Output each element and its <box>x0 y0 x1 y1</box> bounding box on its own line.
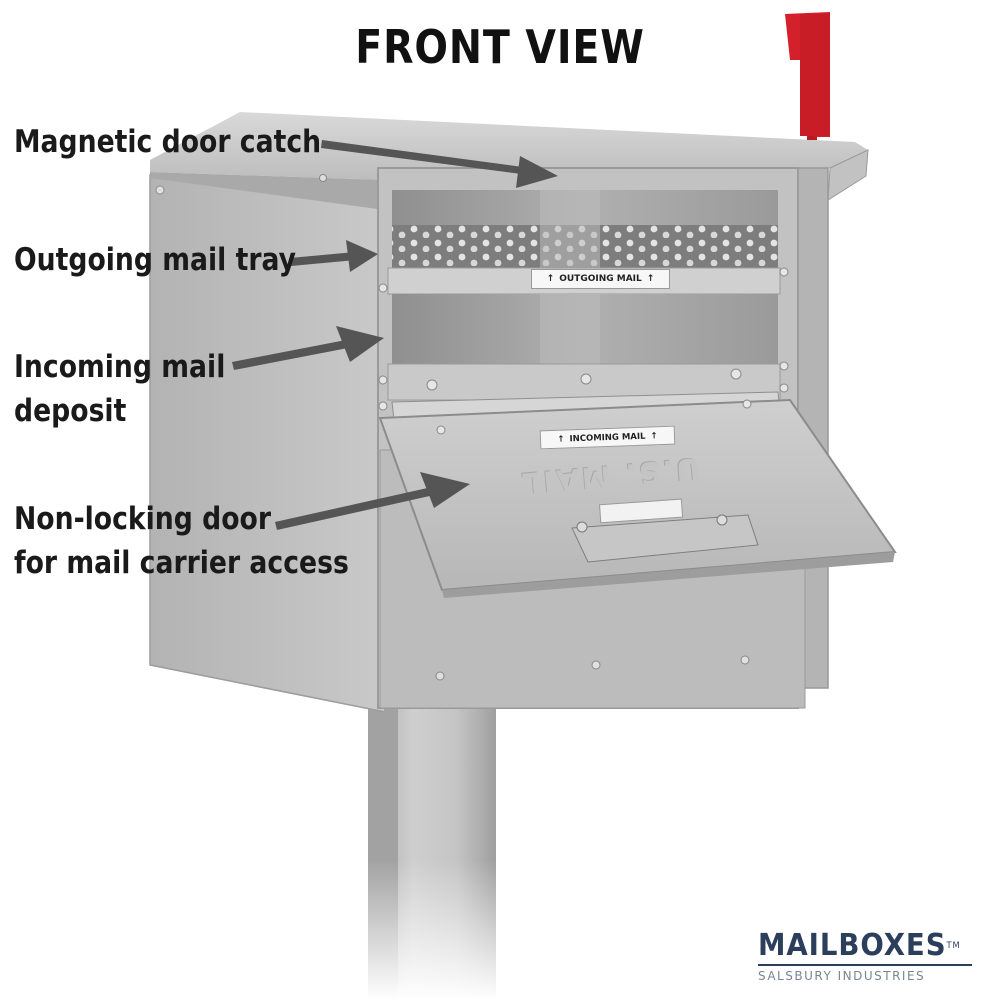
arrow-up-icon: ↑ <box>646 274 655 284</box>
company-name: SALSBURY INDUSTRIES <box>758 969 926 983</box>
arrow-up-icon: ↑ <box>546 274 555 284</box>
brand-logo: MAILBOXESTM SALSBURY INDUSTRIES <box>758 930 983 983</box>
outgoing-compartment <box>392 190 778 282</box>
callout-arrows <box>232 140 558 530</box>
outgoing-mail-label: ↑ OUTGOING MAIL ↑ <box>531 269 670 289</box>
brand-wordmark: MAILBOXES <box>758 928 947 963</box>
arrow-door-catch <box>321 140 558 188</box>
outgoing-mail-text: OUTGOING MAIL <box>559 274 642 284</box>
callout-magnetic-door-catch: Magnetic door catch <box>14 120 321 164</box>
arrow-incoming-deposit <box>232 326 384 370</box>
arrow-up-icon: ↑ <box>650 430 658 441</box>
door-handle <box>571 514 759 563</box>
callout-non-locking-door: Non-locking door for mail carrier access <box>14 497 349 585</box>
incoming-mail-text: INCOMING MAIL <box>569 431 646 444</box>
arrow-up-icon: ↑ <box>557 434 565 445</box>
mail-carrier-door <box>378 398 897 598</box>
door-decal <box>599 498 684 524</box>
callout-text: Outgoing mail tray <box>14 242 297 278</box>
callout-text-line2: deposit <box>14 393 127 429</box>
mailbox-roof <box>150 112 869 210</box>
callout-text: Magnetic door catch <box>14 124 322 160</box>
callout-text-line1: Non-locking door <box>14 501 272 537</box>
arrow-mail-tray <box>290 240 378 272</box>
callout-text-line2: for mail carrier access <box>14 545 349 581</box>
incoming-compartment <box>378 294 789 411</box>
trademark-mark: TM <box>946 941 961 951</box>
flag-icon <box>785 12 830 140</box>
mailbox-post <box>368 700 496 1000</box>
callout-incoming-mail-deposit: Incoming mail deposit <box>14 345 225 433</box>
callout-outgoing-mail-tray: Outgoing mail tray <box>14 238 296 282</box>
callout-text-line1: Incoming mail <box>14 349 226 385</box>
arrow-carrier-door <box>275 472 470 530</box>
page-title: FRONT VIEW <box>355 20 645 74</box>
brand-rule <box>758 964 972 966</box>
brand-name: MAILBOXESTM <box>758 930 965 962</box>
